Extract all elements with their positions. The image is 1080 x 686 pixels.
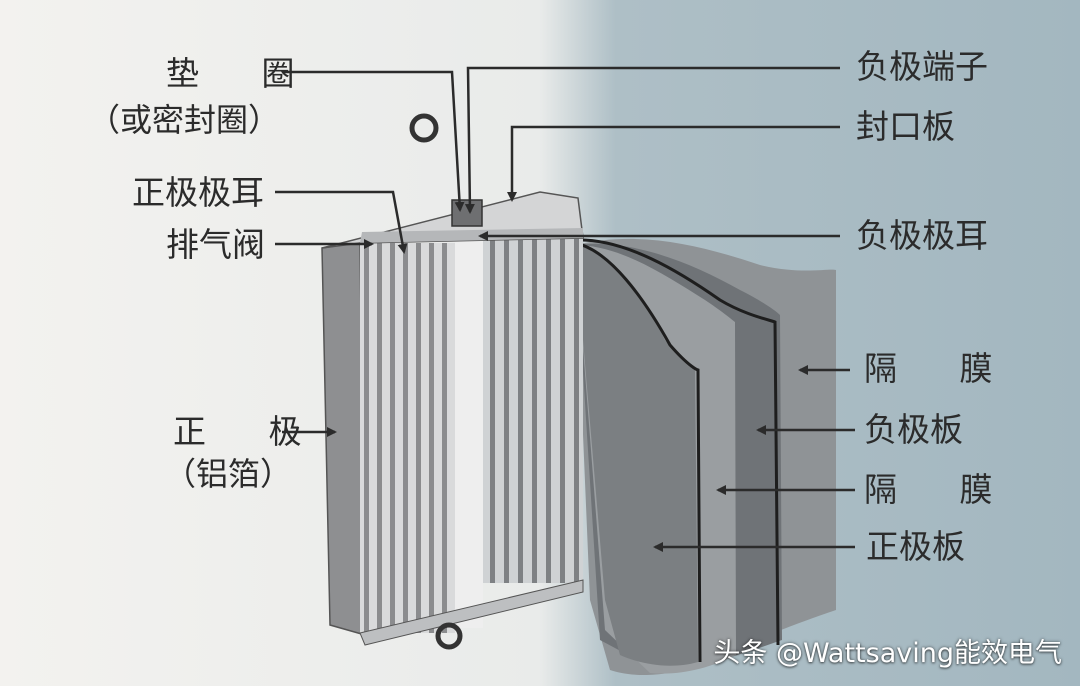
label-positive-electrode: 正 极 [173, 412, 328, 451]
leader-sealing-plate [507, 125, 840, 202]
label-separator-2: 隔 膜 [864, 470, 1019, 509]
sheet-edge-line-2 [574, 238, 780, 646]
bottom-hole [435, 622, 463, 650]
sheet-edge-line-1 [574, 241, 702, 663]
label-vent-valve: 排气阀 [166, 225, 265, 264]
leader-negative-terminal [464, 66, 840, 214]
label-positive-electrode-material: （铝箔） [164, 455, 293, 493]
label-sealing-plate: 封口板 [856, 107, 955, 146]
label-gasket: 垫 圈 [166, 54, 321, 93]
electrode-face-left [360, 243, 455, 633]
leader-positive-tab [275, 190, 408, 254]
label-negative-plate: 负极板 [864, 410, 963, 449]
label-positive-plate: 正极板 [866, 527, 965, 566]
label-positive-tab: 正极极耳 [132, 173, 264, 212]
positive-plate-sheet [575, 245, 698, 666]
label-negative-tab: 负极极耳 [856, 216, 988, 255]
electrode-gap [455, 240, 483, 628]
sealing-plate-front [360, 228, 583, 243]
electrode-face-right [483, 238, 583, 583]
label-negative-terminal: 负极端子 [856, 47, 988, 86]
watermark-text: 头条 @Wattsaving能效电气 [713, 638, 1062, 669]
top-hole [409, 113, 439, 143]
positive-electrode-side [321, 241, 366, 636]
negative-terminal-block [451, 199, 483, 227]
label-gasket-alt: （或密封圈） [88, 101, 281, 139]
leader-gasket [283, 70, 465, 212]
electrode-bottom-edge [359, 579, 584, 646]
label-separator-1: 隔 膜 [864, 349, 1019, 388]
